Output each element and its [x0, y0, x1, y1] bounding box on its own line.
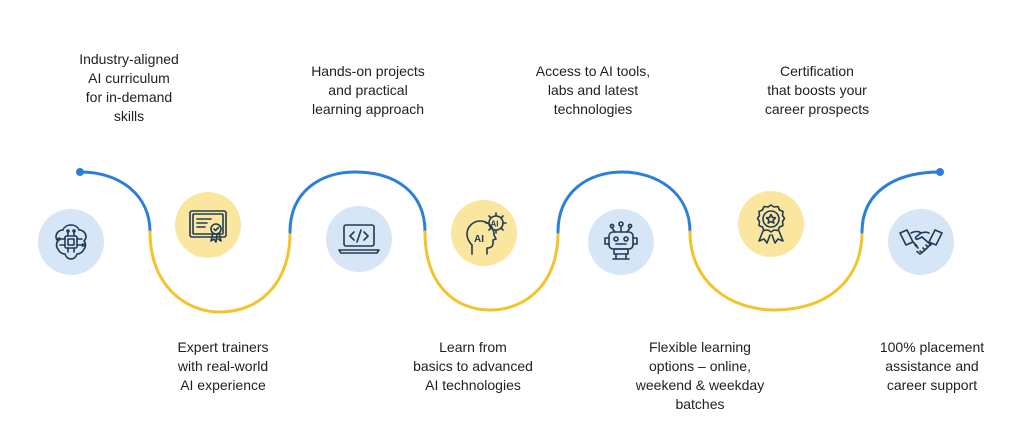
wave-end-dot	[936, 168, 944, 176]
step-circle-3	[326, 206, 392, 272]
ai-chip-brain-icon	[55, 224, 87, 260]
caption-hands-on-projects: Hands-on projects and practical learning…	[311, 63, 425, 117]
wave-segment-6	[688, 230, 864, 312]
step-circle-7	[888, 209, 954, 275]
award-badge-icon	[756, 204, 786, 244]
wave-segment-3	[288, 170, 427, 234]
laptop-code-icon	[338, 224, 380, 254]
caption-expert-trainers: Expert trainers with real-world AI exper…	[177, 339, 269, 393]
caption-ai-curriculum: Industry-aligned AI curriculum for in-de…	[79, 51, 179, 124]
step-circle-2	[175, 192, 241, 258]
step-circle-4	[451, 200, 517, 266]
wave-segment-2	[148, 230, 292, 314]
caption-learn-basics-advanced: Learn from basics to advanced AI technol…	[413, 339, 533, 393]
caption-certification: Certification that boosts your career pr…	[764, 63, 870, 117]
step-circle-5	[588, 209, 654, 275]
wave-segment-7	[860, 170, 942, 234]
step-circle-6	[738, 191, 804, 257]
handshake-icon	[899, 229, 943, 255]
wave-segment-4	[423, 230, 560, 312]
caption-placement-support: 100% placement assistance and career sup…	[879, 339, 985, 393]
step-circle-1	[38, 209, 104, 275]
ai-head-icon: AI AI	[466, 212, 507, 255]
caption-ai-tools-access: Access to AI tools, labs and latest tech…	[535, 63, 651, 117]
robot-icon	[604, 221, 638, 260]
wave-start-dot	[76, 168, 84, 176]
wave-segment-1	[78, 170, 152, 234]
wave-segment-5	[556, 170, 692, 234]
ai-label-gear: AI	[491, 220, 499, 229]
certificate-icon	[189, 210, 227, 243]
caption-flexible-learning: Flexible learning options – online, week…	[635, 339, 765, 412]
ai-label-head: AI	[474, 234, 484, 245]
